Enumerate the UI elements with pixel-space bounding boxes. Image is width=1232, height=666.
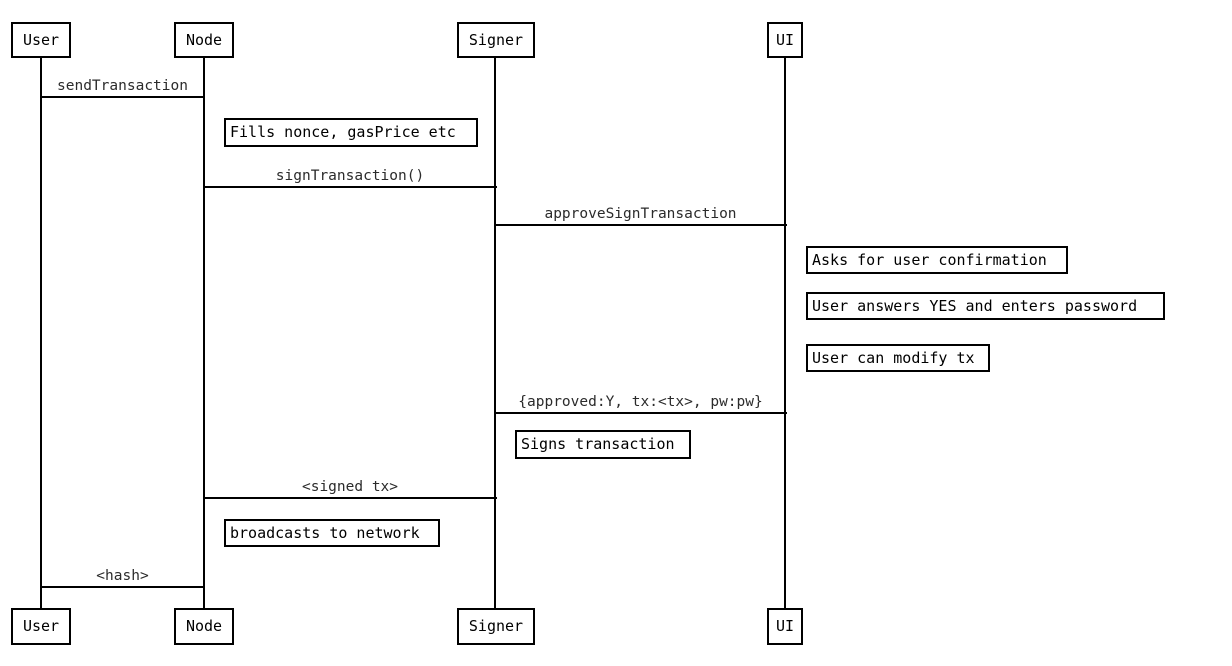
participant-head-node[interactable]: Node [174, 22, 234, 58]
participant-foot-ui[interactable]: UI [767, 608, 803, 645]
note-signs-transaction: Signs transaction [515, 430, 691, 459]
message-line-send-transaction [40, 96, 205, 98]
note-user-answers-yes: User answers YES and enters password [806, 292, 1165, 320]
participant-foot-signer[interactable]: Signer [457, 608, 535, 645]
lifeline-ui [784, 58, 786, 608]
message-label-sign-transaction: signTransaction() [275, 168, 425, 184]
message-line-approved-response [494, 412, 787, 414]
message-line-signed-tx [203, 497, 497, 499]
message-line-sign-transaction [203, 186, 497, 188]
note-user-can-modify: User can modify tx [806, 344, 990, 372]
participant-foot-node[interactable]: Node [174, 608, 234, 645]
message-line-approve-sign [494, 224, 787, 226]
message-label-send-transaction: sendTransaction [57, 78, 188, 94]
message-label-signed-tx: <signed tx> [301, 479, 399, 495]
note-asks-confirmation: Asks for user confirmation [806, 246, 1068, 274]
message-line-hash-response [40, 586, 205, 588]
participant-foot-user[interactable]: User [11, 608, 71, 645]
participant-head-ui[interactable]: UI [767, 22, 803, 58]
note-fills-nonce: Fills nonce, gasPrice etc [224, 118, 478, 147]
participant-head-signer[interactable]: Signer [457, 22, 535, 58]
participant-head-user[interactable]: User [11, 22, 71, 58]
message-label-approve-sign: approveSignTransaction [544, 206, 737, 222]
message-label-approved-response: {approved:Y, tx:<tx>, pw:pw} [518, 394, 763, 410]
message-label-hash-response: <hash> [96, 568, 149, 584]
lifeline-user [40, 58, 42, 608]
lifeline-node [203, 58, 205, 608]
note-broadcasts-network: broadcasts to network [224, 519, 440, 547]
lifeline-signer [494, 58, 496, 608]
